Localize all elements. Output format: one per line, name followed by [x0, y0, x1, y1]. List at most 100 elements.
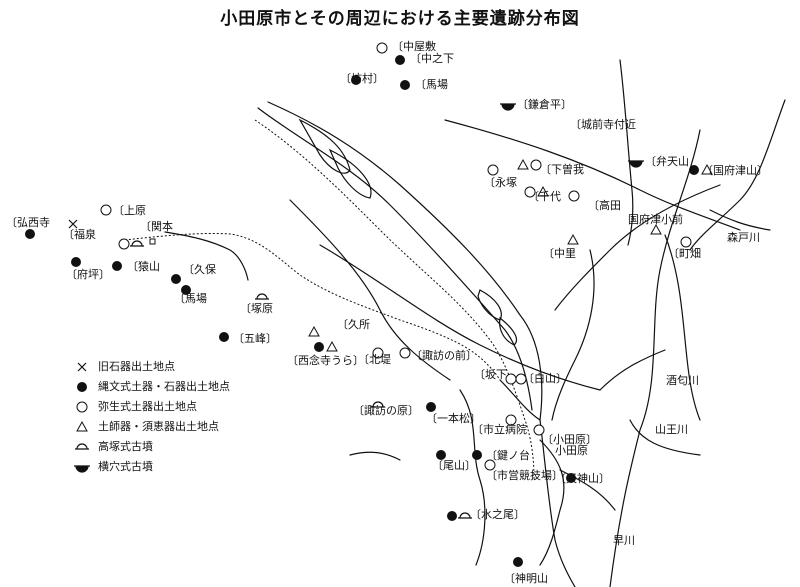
legend-label: 土師器・須恵器出土地点: [98, 420, 219, 433]
filled-circle-icon: [472, 450, 482, 460]
triangle-icon: [537, 185, 549, 197]
site-label: 〔馬場: [415, 78, 448, 91]
river-line: [477, 289, 502, 321]
triangle-icon: [701, 163, 713, 175]
site-label: 〔鎌倉平〕: [517, 98, 572, 111]
legend-label: 横穴式古墳: [98, 460, 153, 473]
open-circle-icon: [533, 424, 545, 436]
river-line: [629, 419, 701, 456]
filled-circle-icon: [436, 450, 446, 460]
filled-circle-icon: [426, 402, 436, 412]
filled-circle-icon: [71, 257, 81, 267]
river-line: [257, 107, 533, 411]
cross-icon: [77, 362, 87, 372]
open-circle-icon: [505, 414, 517, 426]
river-line: [328, 148, 372, 199]
open-circle-icon: [76, 401, 88, 413]
open-circle-icon: [487, 164, 499, 176]
railway-line: [254, 119, 535, 481]
river-label: 山王川: [655, 423, 688, 436]
triangle-icon: [650, 223, 662, 235]
river-line: [554, 184, 721, 311]
site-label: 〔塚原: [240, 302, 273, 315]
river-line: [559, 469, 616, 511]
river-line: [459, 389, 486, 566]
river-label: 早川: [613, 534, 635, 547]
filled-circle-icon: [112, 261, 122, 271]
triangle-icon: [567, 233, 579, 245]
filled-circle-icon: [25, 229, 35, 239]
filled-circle-icon: [447, 511, 457, 521]
river-line: [444, 119, 741, 231]
site-label: 〔城前寺付近: [570, 118, 636, 131]
site-label: 〔一本松〕: [426, 412, 481, 425]
site-label: 〔福泉: [63, 228, 96, 241]
open-circle-icon: [505, 373, 517, 385]
site-label: 〔市立病院: [472, 423, 527, 436]
site-label: 〔国府津山〕: [702, 164, 768, 177]
river-line: [499, 316, 518, 346]
filled-circle-icon: [77, 382, 87, 392]
legend-label: 高塚式古墳: [98, 440, 153, 453]
site-label: 〔諏訪の原〕: [353, 404, 419, 417]
filled-circle-icon: [171, 274, 181, 284]
filled-circle-icon: [219, 332, 229, 342]
triangle-icon: [326, 340, 338, 352]
filled-circle-icon: [395, 55, 405, 65]
site-label: 〔北堤: [358, 353, 391, 366]
mound-tomb-icon: [371, 401, 385, 408]
river-label: 森戸川: [727, 231, 760, 244]
site-label: 〔天神山〕: [555, 472, 610, 485]
river-line: [551, 249, 595, 421]
river-line: [664, 234, 701, 421]
cave-tomb-icon: [74, 465, 90, 473]
site-label: 〔白山〕: [523, 372, 567, 385]
site-label: 〔弘西寺: [6, 216, 50, 229]
site-label: 〔下曽我: [540, 163, 584, 176]
open-circle-icon: [680, 236, 692, 248]
site-label: 〔弁天山: [645, 155, 689, 168]
site-label: 〔中里: [543, 247, 576, 260]
site-label: 〔中之下: [410, 52, 454, 65]
filled-circle-icon: [400, 80, 410, 90]
mound-tomb-icon: [458, 512, 472, 519]
site-label: 〔高田: [588, 199, 621, 212]
site-label: 〔町畑: [668, 247, 701, 260]
open-circle-icon: [100, 204, 112, 216]
filled-circle-icon: [513, 557, 523, 567]
open-circle-icon: [524, 186, 536, 198]
triangle-icon: [308, 325, 320, 337]
site-label: 小田原: [555, 444, 588, 457]
cross-icon: [68, 219, 78, 229]
river-line: [164, 231, 249, 281]
river-line: [539, 439, 565, 566]
legend-label: 旧石器出土地点: [98, 360, 175, 373]
river-line: [349, 451, 401, 461]
river-line: [499, 379, 541, 421]
open-circle-icon: [515, 373, 527, 385]
river-line: [298, 118, 351, 174]
river-line: [599, 349, 666, 391]
river-line: [289, 199, 451, 381]
site-label: 〔馬場: [174, 292, 207, 305]
river-line: [267, 101, 543, 421]
cave-tomb-icon: [628, 160, 644, 168]
site-label: 〔久保: [183, 263, 216, 276]
railway-line: [124, 232, 501, 381]
site-label: 〔市営競技場〕: [486, 469, 563, 482]
site-label: 〔諏訪の前〕: [411, 349, 477, 362]
open-circle-icon: [530, 159, 542, 171]
filled-circle-icon: [689, 165, 699, 175]
site-label: 〔水之尾〕: [470, 508, 525, 521]
site-label: 〔久所: [337, 318, 370, 331]
site-label: 〔西念寺うら〕: [287, 354, 364, 367]
site-label: 〔尾山〕: [432, 459, 476, 472]
open-circle-icon: [399, 347, 411, 359]
site-label: 〔鍵ノ台: [486, 449, 530, 462]
site-label: 〔神明山: [504, 572, 548, 585]
site-label: 〔五峰〕: [233, 332, 277, 345]
mound-tomb-icon: [130, 240, 144, 247]
river-line: [319, 244, 601, 391]
